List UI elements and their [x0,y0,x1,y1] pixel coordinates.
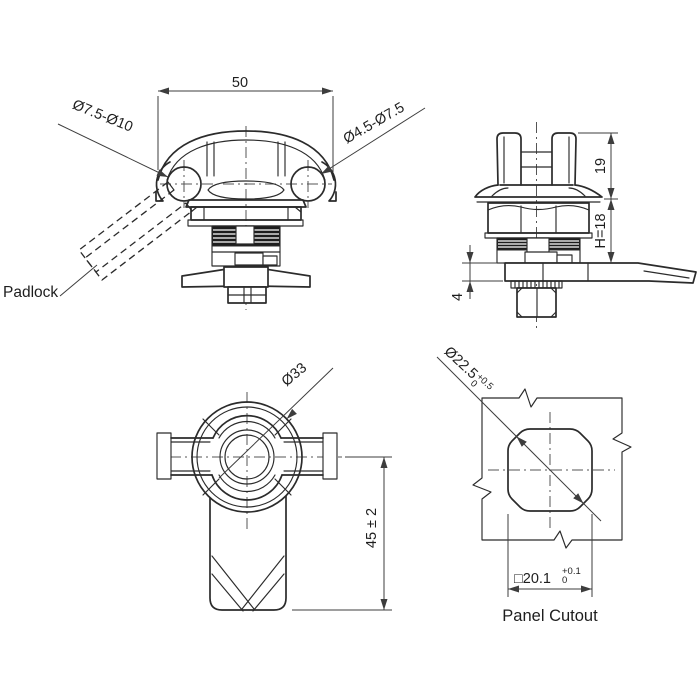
padlock-hole-left [166,166,202,202]
dia225-arrow-lower [573,493,584,504]
side-handle-bridge [520,151,553,168]
dim-45-label: 45 ± 2 [364,508,380,548]
bottom-view: Ø33 45 ± 2 [156,360,392,612]
panel-outline [472,388,632,549]
knob-outer-circle [191,401,303,513]
side-flange-bell [474,184,603,198]
dia225-label-group: Ø22.5 +0.5 0 [441,344,495,393]
side-washer-teeth [514,280,560,289]
left-hole-label: Ø7.5-Ø10 [70,97,135,136]
side-flange-fillets [491,187,586,197]
front-view: 50 Ø7.5-Ø10 Ø4.5-Ø7.5 Padlock [3,75,426,310]
side-bottom-nut-details [516,287,557,318]
dia33-leader [218,367,334,479]
boss-arc-bottom [211,474,283,501]
dim-45-arrow-bottom [380,599,388,610]
dia225-label: Ø22.5 [441,344,481,383]
dim-19-label: 19 [593,158,609,174]
dome-ribs [206,141,286,177]
leader-left-arrow [156,169,168,177]
boss-arc-top [212,414,282,439]
side-cam-lever [504,262,697,284]
dim-19-arrow-top [607,133,615,144]
side-view: 19 H=18 4 [450,122,697,328]
bottom-cam-twist-lines [211,555,285,612]
dim201-label-group: □20.1 +0.1 0 [514,566,581,587]
dim201-tol-upper: +0.1 [562,566,581,577]
wing-cap-right [322,432,338,480]
shackle-end-caps [167,181,193,212]
corner-chamfer-chords [202,418,292,496]
padlock-label: Padlock [3,284,58,301]
side-post-left [496,132,522,186]
dim-50-arrow-left [158,87,169,95]
padlock-hole-right [290,166,326,202]
knob-inner-circle [196,406,298,508]
dim-4-arrow-top [466,252,474,263]
dim201-arrow-left [508,585,519,593]
dim-h18-label: H=18 [593,213,609,248]
dim-50-arrow-right [322,87,333,95]
wing-bar-edge-lines [170,441,324,472]
side-step-2 [556,254,573,264]
wing-cap-left [156,432,172,480]
dim-4-arrow-bottom [466,281,474,292]
shaft-circle-outer [219,429,275,485]
shackle-inner [84,189,187,273]
shaft-circle-inner [224,434,270,480]
cutout-octagon [507,428,593,512]
dia225-arrow-upper [516,436,527,447]
dim-4-extensions [462,262,503,282]
dim-4-label: 4 [450,293,466,301]
front-hex-nut-facets [190,206,302,221]
front-nut-lip [187,219,304,227]
front-thread-slot [235,225,255,245]
dim-50-label: 50 [232,75,248,91]
front-cam-hub [223,266,269,288]
boss-arc-bottom-inner [218,474,276,493]
boss-arc-top-inner [218,420,276,439]
dome-outer-arc [157,130,335,181]
padlock-shackle [78,181,193,281]
front-step-2 [262,255,278,266]
side-hex-nut-facets [487,204,590,234]
panel-cutout-caption: Panel Cutout [502,607,598,625]
side-cam-details [542,262,690,282]
panel-cutout-view: Ø22.5 +0.5 0 □20.1 +0.1 0 Panel Cutout [436,344,632,625]
leader-left-hole [57,123,169,178]
dim-45-arrow-top [380,457,388,468]
side-step-1 [524,251,558,264]
leader-right-hole [320,107,426,175]
dim201-extensions [507,514,593,597]
leader-right-arrow [321,165,333,174]
dim-19-arrow-bottom [607,188,615,199]
bottom-cam-outline [209,495,287,611]
dim201-tol-lower: 0 [562,575,567,586]
dia33-arrow [286,408,297,419]
dome-inner-arc [166,139,326,181]
dim201-arrow-right [581,585,592,593]
dim-h18-arrow-top [607,199,615,210]
padlock-leader [59,264,98,297]
dia33-label: Ø33 [279,360,310,390]
dim-h18-arrow-bottom [607,252,615,263]
side-post-right [551,132,577,186]
dia225-tol-lower: 0 [468,378,479,390]
dim-50-extensions [157,96,334,172]
grip-lens [207,180,285,200]
side-hex-nut [487,202,590,234]
dim201-label: □20.1 [514,571,551,587]
hook-right-outer [321,161,337,202]
front-bottom-nut-slot [227,286,267,304]
front-step-1 [234,252,264,266]
side-nut-lip [484,232,593,239]
